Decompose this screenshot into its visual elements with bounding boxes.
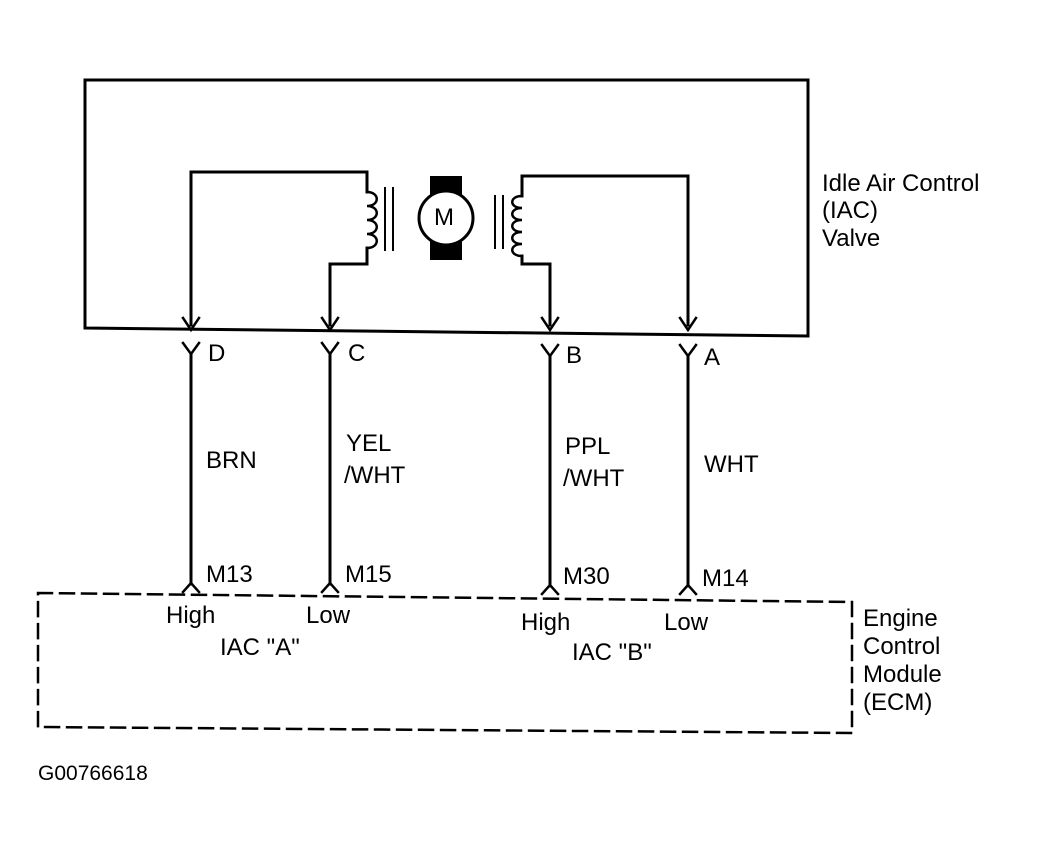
valve-pin-arrows: [181, 316, 698, 333]
coil-a-wire-d: [189, 170, 369, 327]
iac-valve-box: [83, 78, 810, 338]
motor-symbol-label: M: [434, 204, 454, 231]
figure-id: G00766618: [38, 762, 148, 785]
wire-d-color-label: BRN: [206, 447, 257, 474]
coil-b-wire-a: [520, 174, 690, 327]
pin-b-label: B: [566, 342, 583, 369]
coil-b-wire-b: [520, 254, 552, 327]
motor-icon: [417, 189, 475, 247]
ecm-label-line2: Control: [863, 633, 941, 660]
ecm-label-line1: Engine: [863, 605, 938, 632]
coil-b-winding-icon: [511, 194, 524, 258]
valve-label-line3: Valve: [822, 225, 881, 252]
wire-b-color-label-line2: /WHT: [563, 465, 625, 492]
ecm-iac-b-low-label: Low: [664, 609, 709, 636]
terminal-m30-label: M30: [563, 563, 610, 590]
ecm-iac-a-high-label: High: [166, 602, 216, 629]
ecm-iac-a-group-label: IAC "A": [220, 634, 300, 661]
wire-c-color-label-line1: YEL: [346, 430, 392, 457]
coil-a-winding-icon: [365, 190, 378, 250]
terminal-m13-label: M13: [206, 561, 253, 588]
ecm-iac-b-group-label: IAC "B": [572, 639, 652, 666]
ecm-label-line4: (ECM): [863, 689, 933, 716]
pin-d-label: D: [208, 340, 226, 367]
terminal-m15-label: M15: [345, 561, 392, 588]
ecm-iac-a-low-label: Low: [306, 602, 351, 629]
valve-label-line2: (IAC): [822, 197, 878, 224]
ecm-label-line3: Module: [863, 661, 942, 688]
ecm-iac-b-high-label: High: [521, 609, 571, 636]
valve-label-line1: Idle Air Control: [822, 170, 980, 197]
wire-c-color-label-line2: /WHT: [344, 462, 406, 489]
pin-a-label: A: [704, 344, 721, 371]
ecm-terminal-symbols: [181, 581, 698, 596]
wire-b-color-label-line1: PPL: [565, 433, 611, 460]
terminal-m14-label: M14: [702, 565, 749, 592]
pin-c-label: C: [348, 340, 366, 367]
wire-a-color-label: WHT: [704, 451, 759, 478]
coil-a-wire-c: [328, 246, 369, 327]
harness-connector-symbols: [181, 341, 698, 359]
ecm-box: [36, 591, 854, 735]
